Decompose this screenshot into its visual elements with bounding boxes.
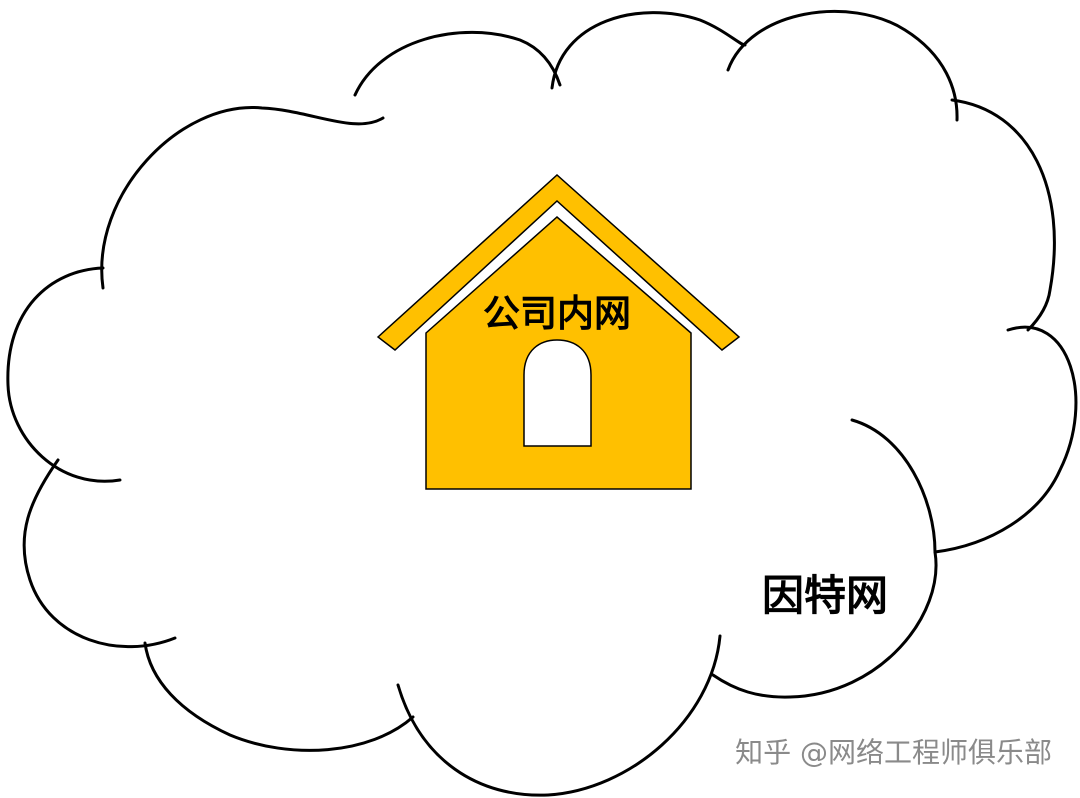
- house-label: 公司内网: [483, 292, 631, 335]
- house-door: [523, 339, 592, 447]
- house-icon: [376, 173, 741, 490]
- cloud-label: 因特网: [762, 571, 888, 620]
- internet-cloud: [0, 4, 1078, 797]
- house-roof: [376, 173, 741, 351]
- watermark-text: 知乎 @网络工程师俱乐部: [735, 736, 1052, 769]
